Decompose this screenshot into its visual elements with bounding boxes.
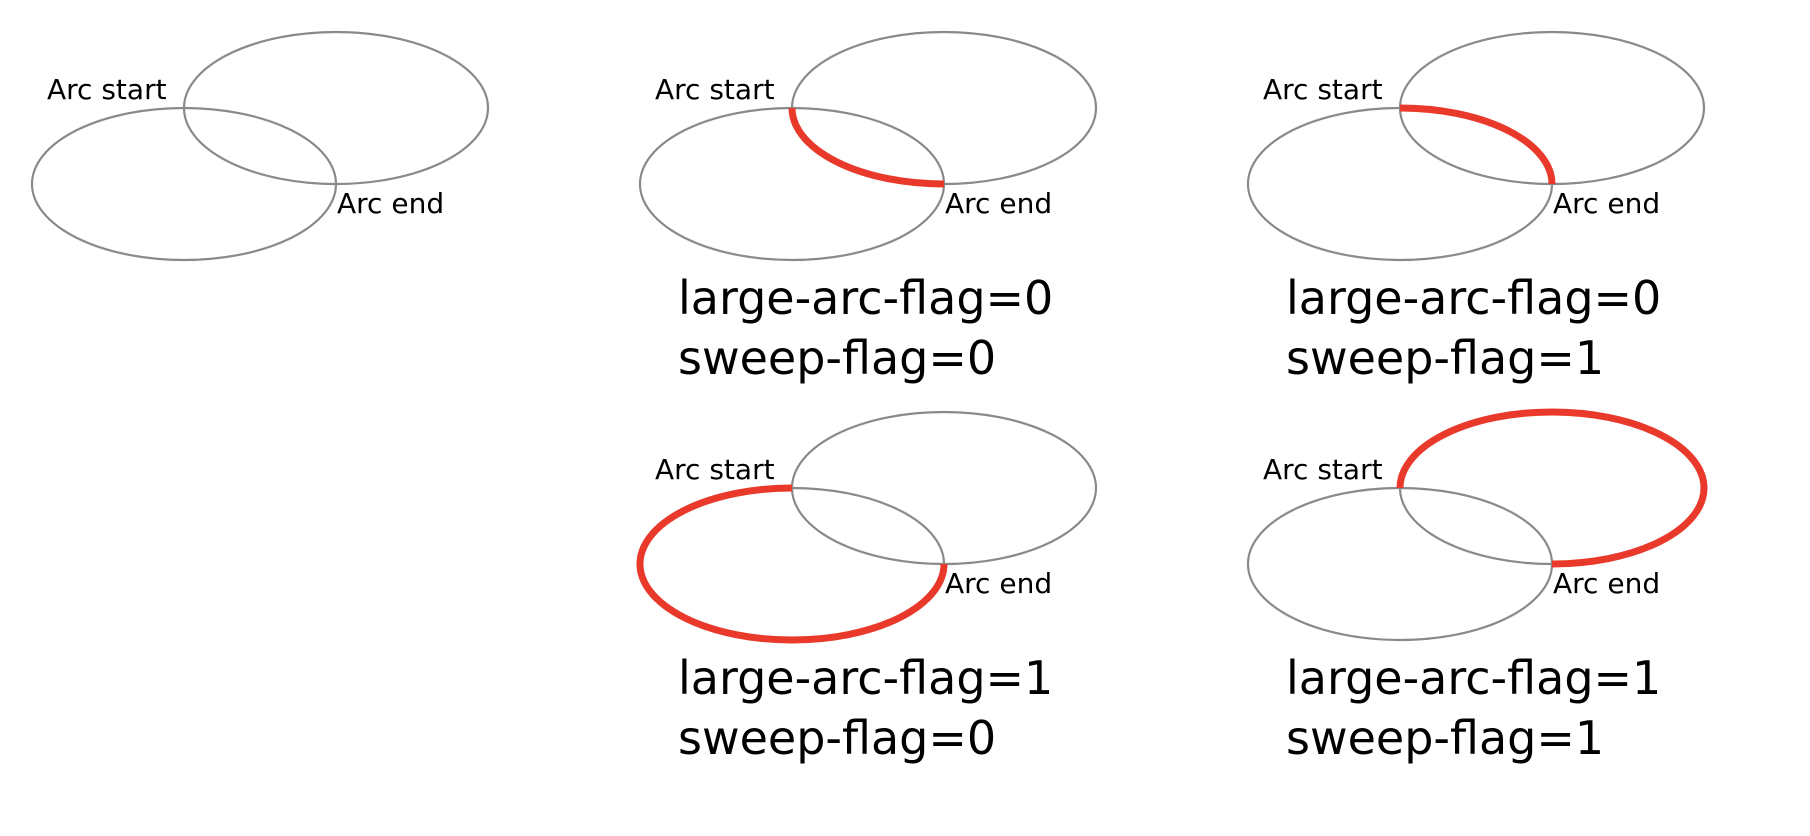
sweep-flag-caption: sweep-flag=1 bbox=[1286, 331, 1604, 385]
arc-end-label: Arc end bbox=[337, 187, 444, 220]
highlighted-arc bbox=[1396, 408, 1708, 568]
highlighted-arc bbox=[1399, 104, 1556, 185]
arc-start-label: Arc start bbox=[1263, 73, 1383, 106]
highlighted-arc bbox=[788, 107, 945, 188]
arc-start-label: Arc start bbox=[655, 73, 775, 106]
arc-start-label: Arc start bbox=[1263, 453, 1383, 486]
arc-start-label: Arc start bbox=[47, 73, 167, 106]
large-arc-flag-caption: large-arc-flag=0 bbox=[1286, 271, 1661, 325]
arc-end-label: Arc end bbox=[945, 187, 1052, 220]
panel-la0-sw0: Arc start Arc end large-arc-flag=0 sweep… bbox=[638, 30, 1098, 385]
large-arc-flag-caption: large-arc-flag=0 bbox=[678, 271, 1053, 325]
panel-reference: Arc start Arc end bbox=[30, 30, 490, 262]
upper-ellipse bbox=[790, 410, 1098, 566]
sweep-flag-caption: sweep-flag=0 bbox=[678, 711, 996, 765]
panel-la1-sw0: Arc start Arc end large-arc-flag=1 sweep… bbox=[636, 410, 1098, 765]
highlighted-arc bbox=[636, 484, 948, 644]
upper-ellipse bbox=[182, 30, 490, 186]
lower-ellipse bbox=[1246, 486, 1554, 642]
panel-la0-sw1: Arc start Arc end large-arc-flag=0 sweep… bbox=[1246, 30, 1706, 385]
sweep-flag-caption: sweep-flag=1 bbox=[1286, 711, 1604, 765]
arc-start-label: Arc start bbox=[655, 453, 775, 486]
lower-ellipse bbox=[30, 106, 338, 262]
sweep-flag-caption: sweep-flag=0 bbox=[678, 331, 996, 385]
large-arc-flag-caption: large-arc-flag=1 bbox=[678, 651, 1053, 705]
panel-la1-sw1: Arc start Arc end large-arc-flag=1 sweep… bbox=[1246, 408, 1708, 765]
large-arc-flag-caption: large-arc-flag=1 bbox=[1286, 651, 1661, 705]
arc-end-label: Arc end bbox=[945, 567, 1052, 600]
arc-end-label: Arc end bbox=[1553, 187, 1660, 220]
arc-end-label: Arc end bbox=[1553, 567, 1660, 600]
